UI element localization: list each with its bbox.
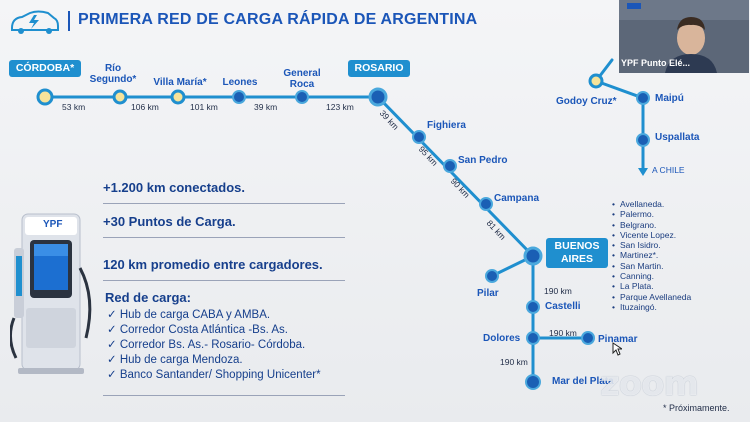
- list-item: •La Plata.: [612, 281, 654, 292]
- stat-points: +30 Puntos de Carga.: [103, 214, 236, 229]
- participant-name: YPF Punto Elé...: [621, 58, 691, 68]
- page-title: PRIMERA RED DE CARGA RÁPIDA DE ARGENTINA: [78, 11, 478, 28]
- divider: [103, 280, 345, 281]
- buenos-aires-label: BUENOS AIRES: [546, 238, 608, 268]
- distance-villa-maria-leones: 101 km: [190, 102, 218, 112]
- arrow-down-icon: [638, 168, 648, 176]
- node-dolores: [526, 331, 540, 345]
- stop-leones: Leones: [222, 77, 258, 88]
- list-item: •Ituzaingó.: [612, 301, 657, 312]
- distance-cordoba-rio-segundo: 53 km: [62, 102, 86, 112]
- node-uspallata: [636, 133, 650, 147]
- stop-rio-segundo: Río Segundo*: [89, 63, 137, 85]
- node-maipu: [636, 91, 650, 105]
- network-title: Red de carga:: [105, 290, 191, 305]
- list-item: •Belgrano.: [612, 219, 657, 230]
- distance-castelli-pinamar: 190 km: [549, 328, 577, 338]
- list-item: •Canning.: [612, 271, 655, 282]
- ypf-badge: [627, 3, 641, 9]
- list-item: ✓ Banco Santander/ Shopping Unicenter*: [107, 369, 321, 381]
- distance-dolores-mar-del-plata: 190 km: [500, 357, 528, 367]
- cordoba-label: CÓRDOBA*: [9, 60, 81, 77]
- node-buenos-aires: [523, 246, 543, 266]
- check-icon: ✓: [107, 339, 120, 351]
- divider: [103, 395, 345, 396]
- check-icon: ✓: [107, 369, 120, 381]
- node-fighiera: [412, 130, 426, 144]
- list-item: •Avellaneda.: [612, 199, 665, 209]
- mouse-cursor-icon: [612, 342, 622, 356]
- list-item: ✓ Hub de carga CABA y AMBA.: [107, 309, 271, 321]
- node-pinamar: [581, 331, 595, 345]
- node-rio-segundo: [112, 89, 128, 105]
- node-general-roca: [295, 90, 309, 104]
- zoom-watermark: zoom: [600, 364, 699, 404]
- list-item: ✓ Corredor Costa Atlántica -Bs. As.: [107, 324, 288, 336]
- node-godoy-cruz: [588, 73, 604, 89]
- stop-mar-del-plata: Mar del Plata: [552, 376, 614, 387]
- stop-dolores: Dolores: [483, 333, 521, 344]
- stop-general-roca: General Roca: [283, 68, 321, 90]
- list-item: •Vicente Lopez.: [612, 229, 677, 240]
- stop-fighiera: Fighiera: [427, 120, 466, 131]
- stop-godoy-cruz: Godoy Cruz*: [556, 96, 617, 107]
- distance-buenos-aires-castelli: 190 km: [544, 286, 572, 296]
- charger-brand-logo: YPF: [43, 219, 63, 230]
- stop-maipu: Maipú: [655, 93, 684, 104]
- divider: [103, 237, 345, 238]
- list-item: •Parque Avellaneda: [612, 291, 692, 302]
- participant-avatar: [619, 0, 749, 73]
- node-mar-del-plata: [525, 374, 541, 390]
- stop-pilar: Pilar: [477, 288, 499, 299]
- stop-uspallata: Uspallata: [655, 132, 700, 143]
- node-leones: [232, 90, 246, 104]
- buenos-aires-points-list: •Avellaneda. •Palermo. •Belgrano. •Vicen…: [612, 199, 691, 312]
- node-castelli: [526, 300, 540, 314]
- footnote: * Próximamente.: [663, 403, 730, 413]
- distance-rio-segundo-villa-maria: 106 km: [131, 102, 159, 112]
- route-line-rosario-buenos-aires: [376, 95, 535, 258]
- stop-san-pedro: San Pedro: [458, 155, 508, 166]
- participant-video-tile[interactable]: [619, 0, 749, 73]
- charger-station-illustration: [10, 213, 92, 374]
- node-rosario: [368, 87, 388, 107]
- stat-connected: +1.200 km conectados.: [103, 180, 245, 195]
- distance-general-roca-rosario: 123 km: [326, 102, 354, 112]
- stop-castelli: Castelli: [545, 301, 581, 312]
- ev-car-charging-icon: [11, 10, 59, 34]
- list-item: •Palermo.: [612, 209, 655, 220]
- title-separator: [68, 11, 70, 31]
- to-chile-label: A CHILE: [652, 165, 685, 175]
- node-campana: [479, 197, 493, 211]
- rosario-label: ROSARIO: [348, 60, 410, 77]
- check-icon: ✓: [107, 324, 120, 336]
- node-pilar: [485, 269, 499, 283]
- route-line-maipu: [594, 79, 645, 100]
- node-villa-maria: [170, 89, 186, 105]
- stop-pinamar: Pinamar: [598, 334, 638, 345]
- stat-average: 120 km promedio entre cargadores.: [103, 257, 323, 272]
- list-item: •Martinez*.: [612, 250, 659, 261]
- distance-leones-general-roca: 39 km: [254, 102, 278, 112]
- list-item: •San Martin.: [612, 260, 664, 271]
- list-item: ✓ Corredor Bs. As.- Rosario- Córdoba.: [107, 339, 306, 351]
- stop-campana: Campana: [494, 193, 540, 204]
- divider: [103, 203, 345, 204]
- stop-villa-maria: Villa María*: [153, 77, 207, 88]
- node-cordoba: [36, 88, 54, 106]
- check-icon: ✓: [107, 309, 120, 321]
- node-san-pedro: [443, 159, 457, 173]
- list-item: ✓ Hub de carga Mendoza.: [107, 354, 243, 366]
- list-item: •San Isidro.: [612, 240, 661, 251]
- check-icon: ✓: [107, 354, 120, 366]
